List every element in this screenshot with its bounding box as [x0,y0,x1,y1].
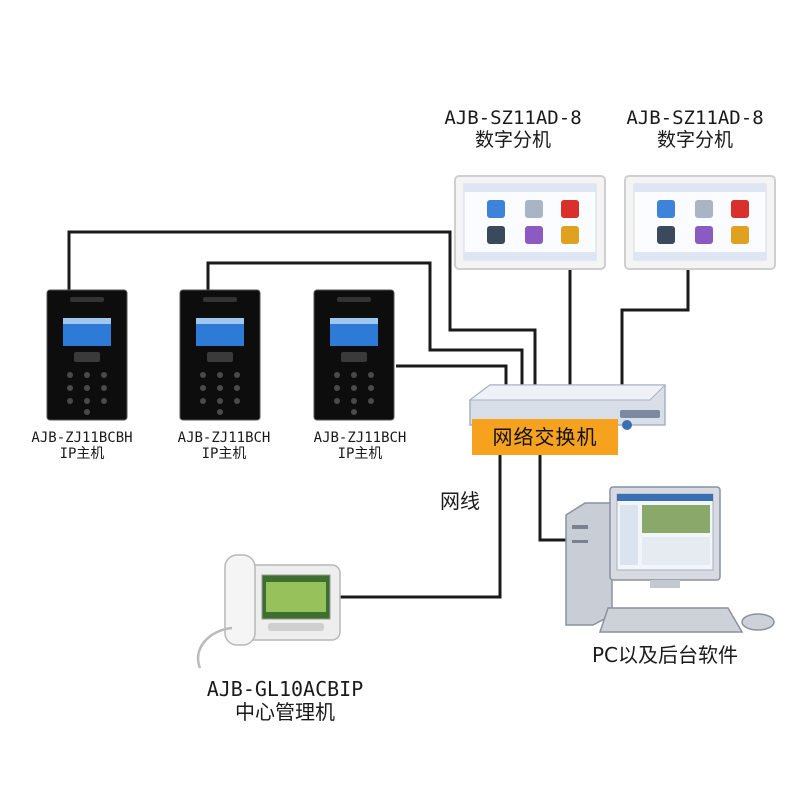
indoor-unit-1 [454,175,606,270]
indoor-unit-2-model: AJB-SZ11AD-8 [626,107,764,129]
link-switch-management [340,450,502,599]
management-name: 中心管理机 [235,700,335,724]
link-indoor2-switch [620,268,690,400]
link-door2-switch [206,261,524,400]
pc-label: PC以及后台软件 [591,643,739,667]
door-station-1-name: IP主机 [59,446,105,463]
door-station-3-model: AJB-ZJ11BCH [313,430,407,446]
indoor-unit-2-label: AJB-SZ11AD-8 数字分机 [600,107,790,152]
door-station-2 [179,289,261,421]
indoor-unit-2-name: 数字分机 [656,128,733,151]
indoor-unit-1-model: AJB-SZ11AD-8 [444,107,582,129]
pc-workstation [565,486,775,633]
switch-label: 网络交换机 [472,419,618,455]
door-station-3-name: IP主机 [337,446,383,463]
door-station-2-name: IP主机 [201,446,247,463]
management-phone [197,554,341,669]
network-switch [468,384,667,430]
door-station-2-label: AJB-ZJ11BCH IP主机 [154,430,294,462]
connection-lines [67,230,690,599]
indoor-unit-2 [624,175,776,270]
management-model: AJB-GL10ACBIP [206,677,364,701]
door-station-3 [313,289,395,421]
link-switch-pc [538,450,570,542]
door-station-2-model: AJB-ZJ11BCH [177,430,271,446]
door-station-1-model: AJB-ZJ11BCBH [31,430,133,446]
cable-label: 网线 [440,489,480,513]
indoor-unit-1-name: 数字分机 [474,128,551,151]
indoor-unit-1-label: AJB-SZ11AD-8 数字分机 [418,107,608,152]
link-door1-switch [67,230,537,400]
door-station-1-label: AJB-ZJ11BCBH IP主机 [12,430,152,462]
door-station-3-label: AJB-ZJ11BCH IP主机 [290,430,430,462]
management-label: AJB-GL10ACBIP 中心管理机 [170,678,400,724]
door-station-1 [46,289,128,421]
